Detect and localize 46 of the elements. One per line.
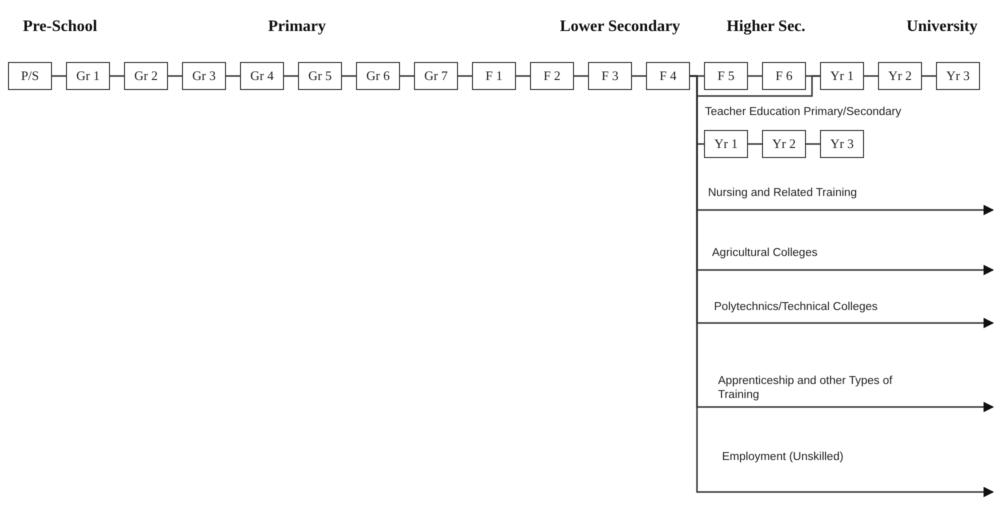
stage-heading: Pre-School	[22, 18, 98, 36]
stage-box: Gr 3	[182, 62, 226, 90]
connector-line	[748, 75, 762, 77]
connector-line	[110, 75, 124, 77]
stage-box: F 5	[704, 62, 748, 90]
edge-label: Nursing and Related Training	[708, 186, 857, 200]
edge-label: Polytechnics/Technical Colleges	[714, 300, 878, 314]
stage-box: Yr 1	[820, 62, 864, 90]
stage-box: F 2	[530, 62, 574, 90]
connector-line	[458, 75, 472, 77]
stage-box: Gr 5	[298, 62, 342, 90]
stage-box: Gr 7	[414, 62, 458, 90]
connector-line	[574, 75, 588, 77]
connector-line	[864, 75, 878, 77]
stage-box: Yr 2	[878, 62, 922, 90]
stage-box: Yr 3	[820, 130, 864, 158]
stage-box: Gr 2	[124, 62, 168, 90]
connector-line	[516, 75, 530, 77]
connector-line	[922, 75, 936, 77]
stage-box: Yr 3	[936, 62, 980, 90]
connector-line	[748, 143, 762, 145]
stage-heading: Higher Sec.	[726, 18, 806, 36]
edge-label: Teacher Education Primary/Secondary	[705, 105, 902, 119]
stage-box: Yr 1	[704, 130, 748, 158]
stage-box: F 1	[472, 62, 516, 90]
stage-box: F 6	[762, 62, 806, 90]
stage-heading: Primary	[268, 18, 326, 36]
connector-line	[632, 75, 646, 77]
edge-label: Employment (Unskilled)	[722, 450, 844, 464]
stage-box: Gr 4	[240, 62, 284, 90]
stage-box: Gr 6	[356, 62, 400, 90]
stage-box: Yr 2	[762, 130, 806, 158]
stage-heading: University	[906, 18, 978, 36]
connector-line	[342, 75, 356, 77]
connector-line	[226, 75, 240, 77]
stage-box: P/S	[8, 62, 52, 90]
stage-box: F 3	[588, 62, 632, 90]
stage-box: F 4	[646, 62, 690, 90]
stage-heading: Lower Secondary	[560, 18, 680, 36]
connector-line	[52, 75, 66, 77]
connector-line	[168, 75, 182, 77]
connector-line	[284, 75, 298, 77]
connector-line	[400, 75, 414, 77]
edge-label: Agricultural Colleges	[712, 246, 818, 260]
connector-line	[806, 143, 820, 145]
stage-box: Gr 1	[66, 62, 110, 90]
